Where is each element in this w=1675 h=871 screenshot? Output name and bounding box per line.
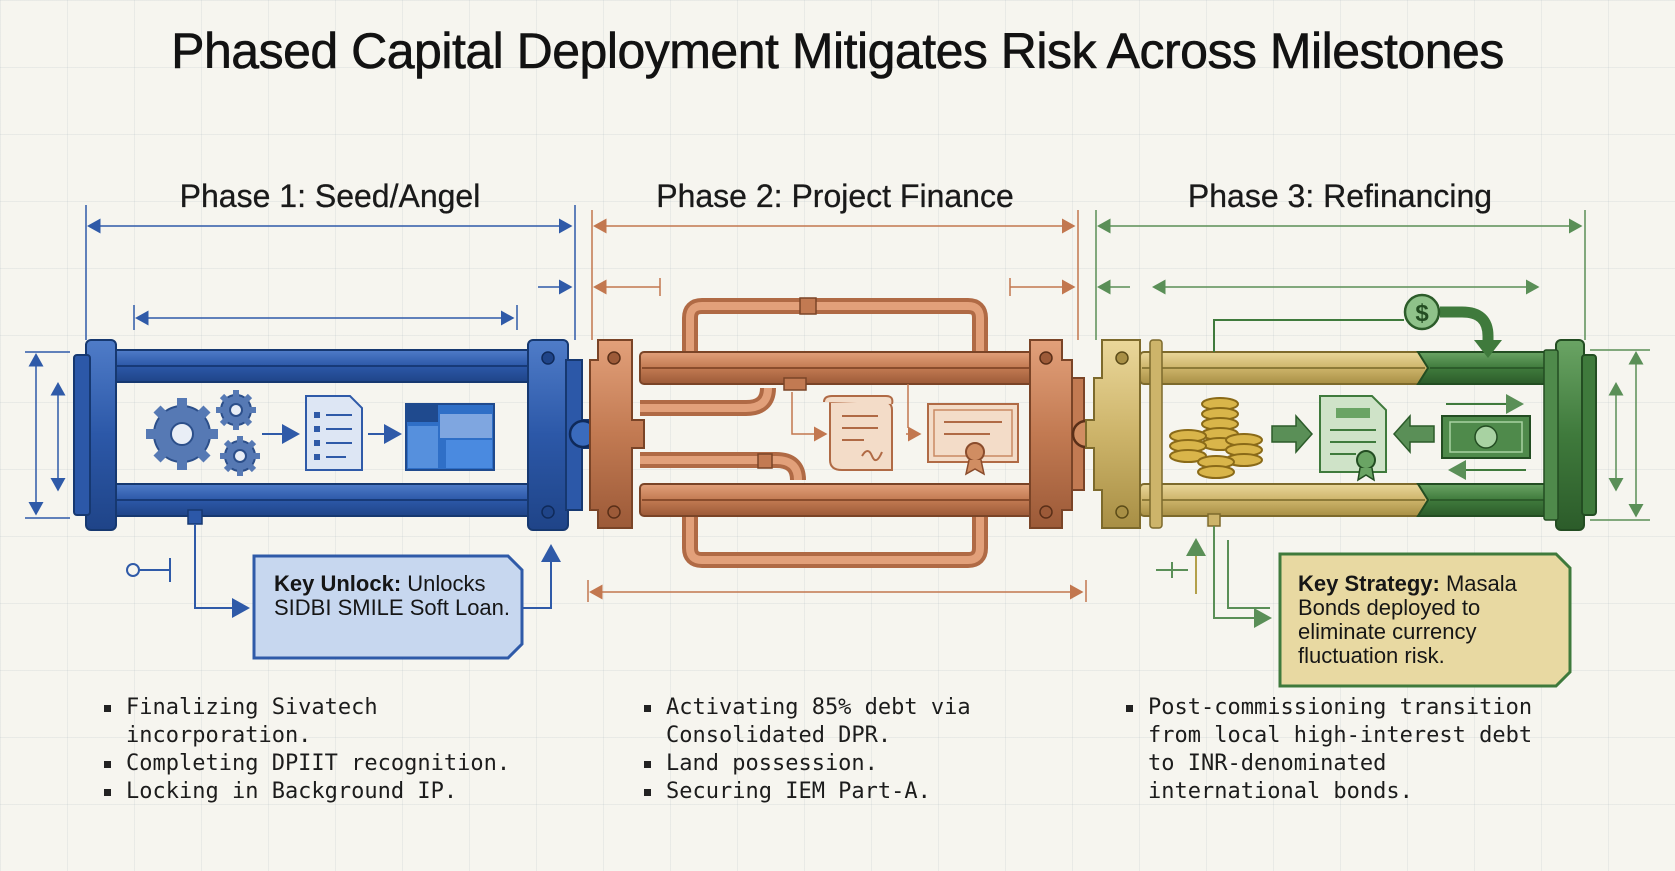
callout-1-box xyxy=(252,554,524,660)
callout-3-connector xyxy=(1156,526,1272,628)
callout-3-body: Masala Bonds deployed to eliminate curre… xyxy=(1298,571,1517,668)
list-item: Locking in Background IP. xyxy=(100,778,560,806)
callout-3-text: Key Strategy: Masala Bonds deployed to e… xyxy=(1298,572,1558,668)
phase-3-title: Phase 3: Refinancing xyxy=(1187,178,1493,214)
dollar-coin-icon: $ xyxy=(1403,293,1441,331)
arrow-right-icon xyxy=(1271,414,1314,454)
list-item: Activating 85% debt via Consolidated DPR… xyxy=(640,694,1060,750)
banknote-icon xyxy=(1441,394,1531,480)
bond-certificate-icon xyxy=(1319,395,1387,482)
list-item: Securing IEM Part-A. xyxy=(640,778,1060,806)
callout-1-text: Key Unlock: Unlocks SIDBI SMILE Soft Loa… xyxy=(274,572,514,620)
certificate-icon xyxy=(927,403,1019,476)
list-item: Land possession. xyxy=(640,750,1060,778)
folder-window-icon xyxy=(405,403,495,471)
phase-3-pipe xyxy=(1085,306,1597,531)
phase-1-title: Phase 1: Seed/Angel xyxy=(179,178,481,214)
callout-1-label: Key Unlock: xyxy=(274,571,402,596)
dimension-lines xyxy=(25,205,1650,602)
svg-text:$: $ xyxy=(1415,300,1429,327)
scroll-document-icon xyxy=(823,395,894,471)
phase-2-pipe xyxy=(589,297,1101,568)
page-title: Phased Capital Deployment Mitigates Risk… xyxy=(171,23,1505,80)
callout-1-body: Unlocks SIDBI SMILE Soft Loan. xyxy=(274,571,511,620)
phase-2-flow-lines xyxy=(791,384,922,442)
phase-3-bullets: Post-commissioning transition from local… xyxy=(1122,694,1562,806)
callout-3-box xyxy=(1278,552,1572,688)
list-item: Finalizing Sivatech incorporation. xyxy=(100,694,560,750)
phase-2-bullets: Activating 85% debt via Consolidated DPR… xyxy=(640,694,1060,806)
phase-1-bullets: Finalizing Sivatech incorporation. Compl… xyxy=(100,694,560,806)
gears-icon xyxy=(146,390,260,476)
callout-1-connector xyxy=(126,524,561,618)
list-item: Post-commissioning transition from local… xyxy=(1122,694,1562,806)
list-item: Completing DPIIT recognition. xyxy=(100,750,560,778)
phase-2-title: Phase 2: Project Finance xyxy=(656,178,1014,214)
phase-1-pipe xyxy=(73,339,598,531)
callout-3-label: Key Strategy: xyxy=(1298,571,1440,596)
coin-stacks-icon xyxy=(1169,397,1263,479)
document-list-icon xyxy=(305,395,363,471)
arrow-left-icon xyxy=(1392,414,1435,454)
